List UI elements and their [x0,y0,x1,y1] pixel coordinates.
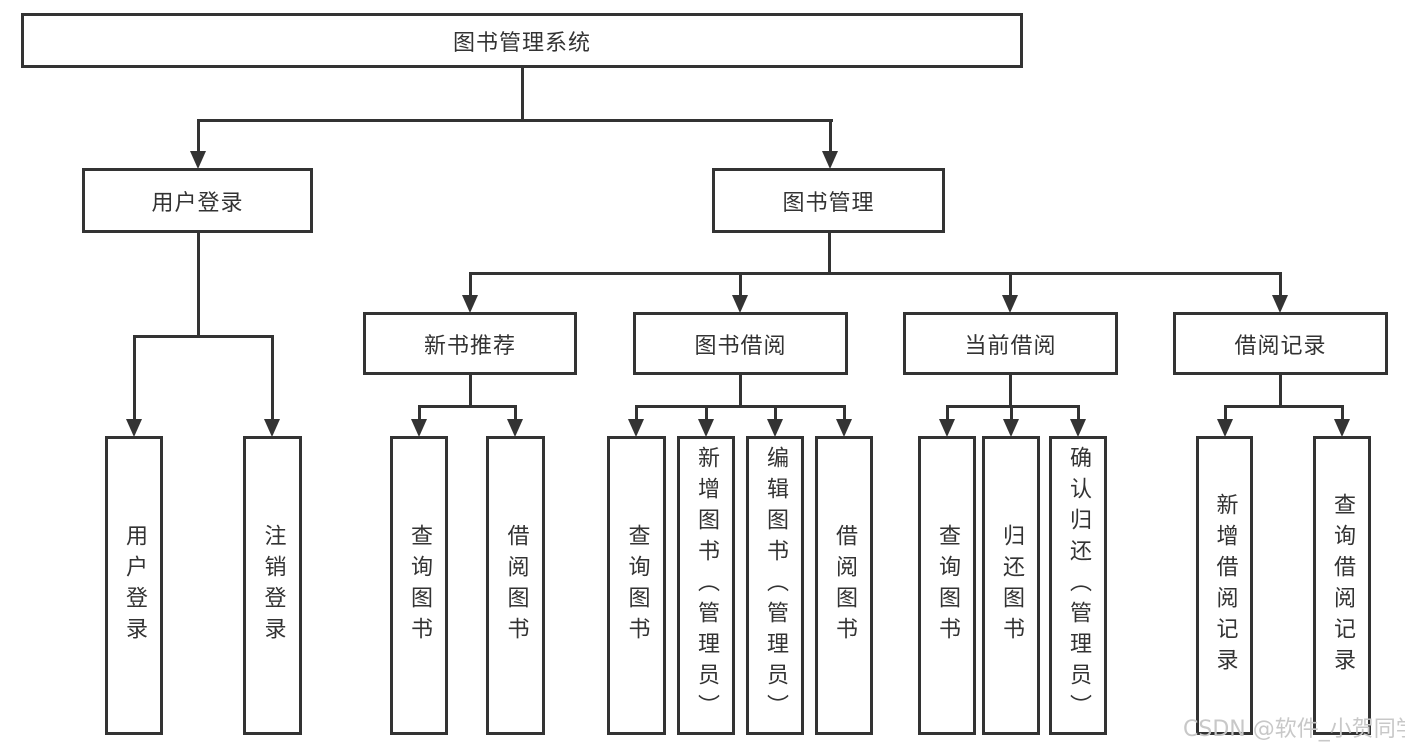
arrowhead-down-icon [1070,419,1086,437]
arrowhead-down-icon [628,419,644,437]
connector-to-new-books [469,272,472,296]
leaf-label: 编辑图书（管理员） [763,446,788,725]
arrowhead-down-icon [411,419,427,437]
node-book-borrowing-label: 图书借阅 [694,333,787,359]
connector-stem [1009,375,1012,408]
connector-rail [635,405,846,408]
node-current-borrowing-label: 当前借阅 [964,333,1057,359]
connector-to-borrow-records [1279,272,1282,296]
leaf-query-books-current: 查询图书 [918,436,976,735]
arrowhead-down-icon [1002,295,1018,313]
leaf-label: 新增图书（管理员） [694,446,719,725]
node-root: 图书管理系统 [21,13,1023,68]
leaf-label: 借阅图书 [832,523,857,648]
node-root-label: 图书管理系统 [452,30,591,56]
arrowhead-down-icon [939,419,955,437]
node-borrowing-records-label: 借阅记录 [1234,333,1327,359]
connector-to-leaf [1077,405,1080,420]
connector-to-book-borrow [739,272,742,296]
arrowhead-down-icon [836,419,852,437]
connector-stem [739,375,742,408]
connector-to-leaf [133,335,136,419]
connector-rail [418,405,517,408]
leaf-return-books: 归还图书 [982,436,1040,735]
connector-stem [1279,375,1282,408]
leaf-label: 注销登录 [260,523,286,648]
arrowhead-down-icon [1003,419,1019,437]
arrowhead-down-icon [1217,419,1233,437]
leaf-borrow-books: 借阅图书 [815,436,873,735]
connector-rail [946,405,1080,408]
leaf-query-books-recommend: 查询图书 [390,436,448,735]
leaf-label: 查询图书 [624,523,650,648]
leaf-label: 归还图书 [999,523,1024,648]
leaf-label: 确认归还（管理员） [1066,446,1091,725]
leaf-add-borrow-record: 新增借阅记录 [1196,436,1253,735]
connector-to-leaf [705,405,708,420]
arrowhead-down-icon [190,151,206,169]
connector-to-current-borrow [1009,272,1012,296]
connector-to-user-login [197,119,200,153]
leaf-label: 借阅图书 [503,523,529,648]
node-user-login: 用户登录 [82,168,313,233]
arrowhead-down-icon [462,295,478,313]
connector-to-leaf [1224,405,1227,420]
connector-to-leaf [1341,405,1344,420]
csdn-watermark: CSDN @软件_小贺同学 [1183,717,1405,742]
leaf-query-books-borrowing: 查询图书 [607,436,666,735]
leaf-add-books-admin: 新增图书（管理员） [677,436,735,735]
arrowhead-down-icon [732,295,748,313]
leaf-label: 查询图书 [407,523,432,648]
connector-to-leaf [514,405,517,420]
connector-to-leaf [271,335,274,419]
connector-to-leaf [635,405,638,420]
leaf-label: 用户登录 [122,523,147,648]
leaf-edit-books-admin: 编辑图书（管理员） [746,436,804,735]
leaf-borrow-books-recommend: 借阅图书 [486,436,545,735]
arrowhead-down-icon [264,419,280,437]
node-user-login-label: 用户登录 [151,190,244,216]
node-borrowing-records: 借阅记录 [1173,312,1388,375]
node-current-borrowing: 当前借阅 [903,312,1118,375]
leaf-label: 查询借阅记录 [1330,492,1355,679]
leaf-label: 新增借阅记录 [1212,492,1238,679]
connector-user-login-rail [133,335,274,338]
connector-to-leaf [774,405,777,420]
node-book-borrowing: 图书借阅 [633,312,848,375]
leaf-confirm-return-admin: 确认归还（管理员） [1049,436,1107,735]
arrowhead-down-icon [1334,419,1350,437]
connector-stem [469,375,472,408]
node-new-book-recommend-label: 新书推荐 [423,333,516,359]
connector-to-book-mgmt [829,119,832,153]
connector-root-rail [197,119,833,122]
connector-user-login-stem [197,233,200,338]
connector-to-leaf [946,405,949,420]
arrowhead-down-icon [767,419,783,437]
connector-to-leaf [418,405,421,420]
leaf-label: 查询图书 [935,523,960,648]
connector-root-stem [521,68,524,122]
arrowhead-down-icon [822,151,838,169]
connector-rail [1224,405,1344,408]
node-book-management-label: 图书管理 [782,190,875,216]
connector-to-leaf [843,405,846,420]
leaf-logout: 注销登录 [243,436,302,735]
connector-book-mgmt-stem [828,233,831,275]
connector-book-mgmt-rail [469,272,1282,275]
arrowhead-down-icon [698,419,714,437]
arrowhead-down-icon [507,419,523,437]
arrowhead-down-icon [126,419,142,437]
leaf-user-login: 用户登录 [105,436,163,735]
node-book-management: 图书管理 [712,168,945,233]
connector-to-leaf [1010,405,1013,420]
leaf-query-borrow-record: 查询借阅记录 [1313,436,1371,735]
node-new-book-recommend: 新书推荐 [363,312,577,375]
arrowhead-down-icon [1272,295,1288,313]
